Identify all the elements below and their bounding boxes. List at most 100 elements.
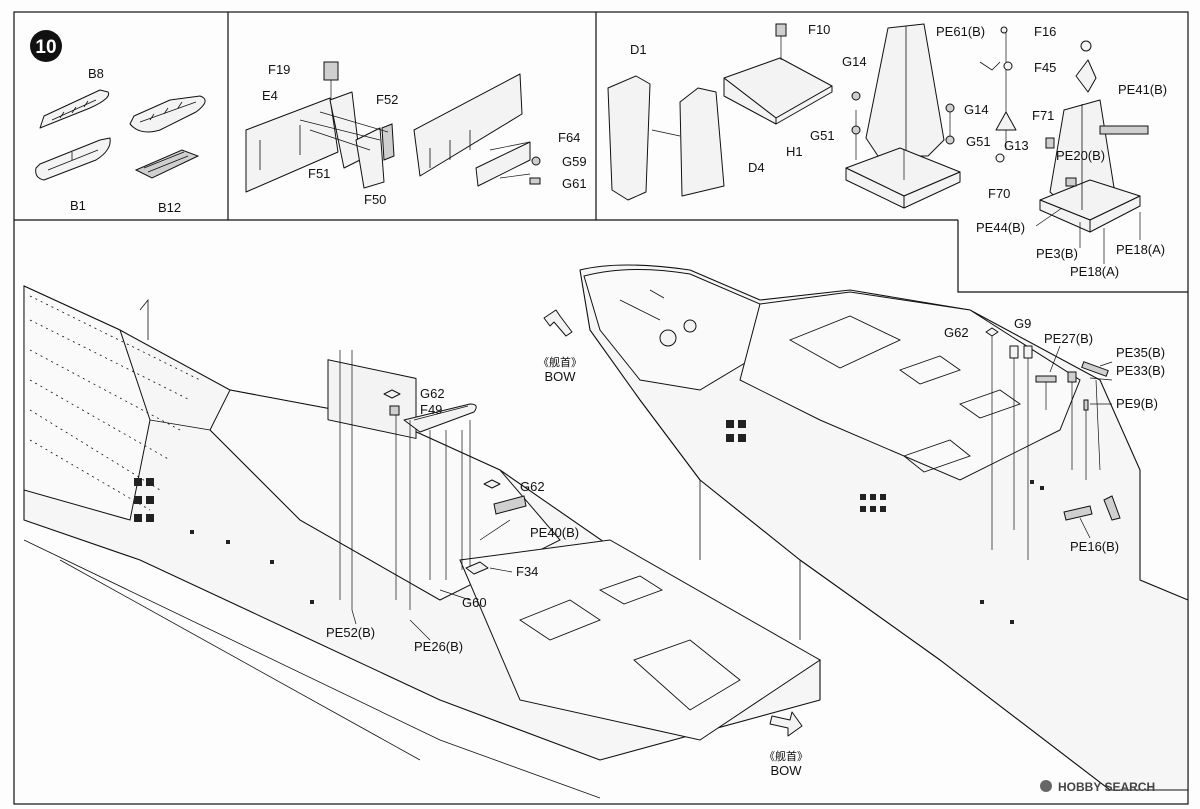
label-pe40b: PE40(B): [530, 525, 579, 540]
part-f64: [475, 141, 531, 187]
ship-stern-view: [23, 285, 821, 799]
step-badge: [30, 30, 62, 62]
part-pe61b: [979, 61, 1001, 71]
label-f52: F52: [376, 92, 398, 107]
bow-label: BOW: [770, 763, 802, 778]
part-f45: [1003, 61, 1013, 71]
label-d4: D4: [748, 160, 765, 175]
bow-label-cn: 《舰首》: [764, 749, 808, 763]
label-g14-b: G14: [964, 102, 989, 117]
flight-deck-dots: [29, 295, 201, 511]
label-pe20b: PE20(B): [1056, 148, 1105, 163]
part-g14-b: [945, 103, 955, 113]
bow-arrow-icon: [543, 309, 573, 337]
funnel-base: [845, 147, 961, 209]
label-pe18a-1: PE18(A): [1070, 264, 1119, 279]
label-e4: E4: [262, 88, 278, 103]
bow-label-cn: 《舰首》: [538, 355, 582, 369]
label-b8: B8: [88, 66, 104, 81]
assembly-guides: [991, 336, 1101, 560]
label-pe18a-2: PE18(A): [1116, 242, 1165, 257]
part-g14: [851, 91, 861, 101]
part-d4: [679, 87, 725, 197]
funnel-ring: [1080, 40, 1092, 52]
part-d1: [607, 75, 651, 201]
label-g13: G13: [1004, 138, 1029, 153]
assembly-guides: [339, 350, 471, 610]
part-pe41b: [1099, 125, 1149, 135]
callout-leaders: [1049, 345, 1113, 539]
watermark-logo-icon: [1040, 780, 1052, 792]
label-b1: B1: [70, 198, 86, 213]
label-f64: F64: [558, 130, 580, 145]
part-g61: [529, 177, 541, 185]
label-g61: G61: [562, 176, 587, 191]
funnel-upper: [865, 23, 945, 157]
part-pe40b: [493, 495, 527, 515]
part-f34: [465, 561, 489, 575]
label-f34: F34: [516, 564, 538, 579]
bow-arrow-icon: [769, 711, 803, 737]
label-f49: F49: [420, 402, 442, 417]
part-h1: [723, 57, 833, 125]
label-g59: G59: [562, 154, 587, 169]
outer-frame: [13, 11, 1189, 805]
label-pe27b: PE27(B): [1044, 331, 1093, 346]
funnel-detail: [1039, 99, 1141, 233]
label-pe52b: PE52(B): [326, 625, 375, 640]
part-f70: [995, 153, 1005, 163]
label-f19: F19: [268, 62, 290, 77]
label-d1: D1: [630, 42, 647, 57]
boat-b12: [134, 149, 200, 179]
part-g62: [383, 389, 401, 399]
label-pe44b: PE44(B): [976, 220, 1025, 235]
part-f71: [995, 111, 1017, 131]
part-g51-b: [945, 135, 955, 145]
part-pe20b: [1065, 177, 1077, 187]
label-pe9b: PE9(B): [1116, 396, 1158, 411]
label-g62: G62: [420, 386, 445, 401]
assembly-guides: [299, 111, 389, 151]
label-pe26b: PE26(B): [414, 639, 463, 654]
label-f45: F45: [1034, 60, 1056, 75]
assembly-guides: [949, 30, 1007, 150]
part-f50: [355, 127, 385, 189]
label-pe3b: PE3(B): [1036, 246, 1078, 261]
part-f52: [381, 123, 395, 161]
hull-windows: [134, 478, 314, 604]
part-g13: [1045, 137, 1055, 149]
label-pe41b: PE41(B): [1118, 82, 1167, 97]
label-b12: B12: [158, 200, 181, 215]
label-g51: G51: [810, 128, 835, 143]
boat-b8: [39, 89, 110, 129]
label-g14: G14: [842, 54, 867, 69]
boat-f49: [403, 403, 477, 433]
label-g62-c: G62: [944, 325, 969, 340]
part-e4: [245, 97, 339, 193]
label-f16: F16: [1034, 24, 1056, 39]
label-g9: G9: [1014, 316, 1031, 331]
part-f64-frame: [413, 73, 523, 177]
callout-leaders: [1035, 207, 1141, 264]
assembly-guides: [855, 110, 905, 180]
label-pe61b: PE61(B): [936, 24, 985, 39]
label-pe16b: PE16(B): [1070, 539, 1119, 554]
ship-bow-view: [579, 264, 1189, 791]
boat-b12-top: [129, 95, 206, 133]
part-g62-b: [483, 479, 501, 489]
part-g59: [531, 156, 541, 166]
part-f10: [775, 23, 787, 37]
label-g51-b: G51: [966, 134, 991, 149]
assembly-guides: [489, 141, 531, 179]
label-f70: F70: [988, 186, 1010, 201]
funnel-cap: [1075, 59, 1097, 93]
label-g62-b: G62: [520, 479, 545, 494]
panel-divider: [957, 220, 1188, 293]
hull-windows-bow: [726, 420, 1044, 624]
part-g51: [851, 125, 861, 135]
label-f50: F50: [364, 192, 386, 207]
part-f49-mount: [389, 405, 400, 416]
label-pe33b: PE33(B): [1116, 363, 1165, 378]
label-f10: F10: [808, 22, 830, 37]
